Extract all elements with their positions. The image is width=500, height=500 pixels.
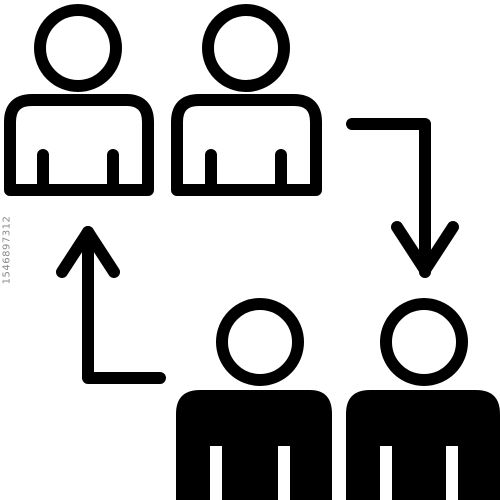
arrow-down-icon xyxy=(346,118,459,278)
outlined-person-icon xyxy=(4,4,154,196)
outlined-person-icon xyxy=(171,4,322,196)
filled-person-icon xyxy=(176,298,332,500)
image-id-text: 1546897312 xyxy=(1,215,13,285)
filled-person-icon xyxy=(346,298,500,500)
image-id-watermark: 1546897312 xyxy=(0,0,14,500)
arrow-up-icon xyxy=(56,226,166,384)
